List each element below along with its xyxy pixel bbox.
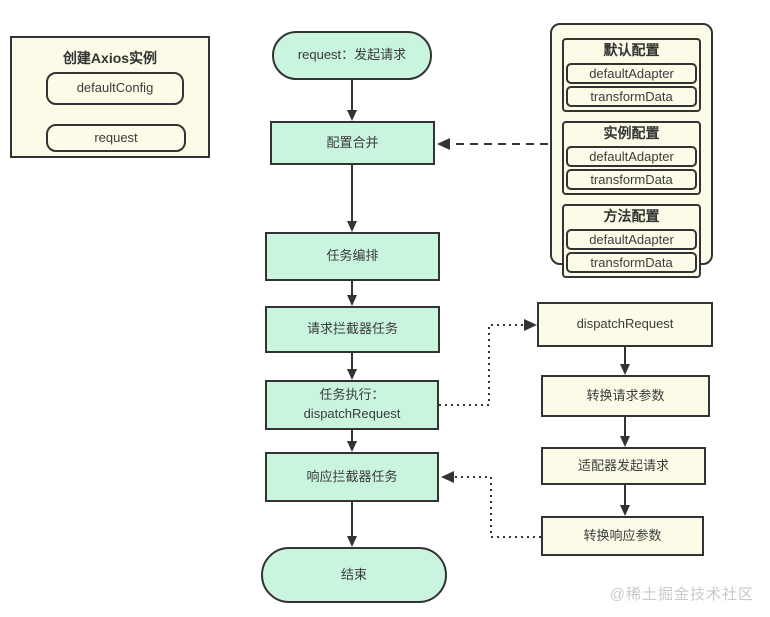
default-config-transform: transformData (566, 86, 697, 107)
dispatch-request-label: dispatchRequest (576, 316, 674, 332)
instance-config-transform: transformData (566, 169, 697, 190)
dotted-execute-to-dispatch (439, 324, 525, 406)
response-interceptor-step: 响应拦截器任务 (265, 452, 439, 502)
default-config-group-title: 默认配置 (603, 42, 660, 58)
default-config-node: defaultConfig (46, 72, 184, 105)
task-execute-step: 任务执行： dispatchRequest (265, 380, 439, 430)
request-label: request (94, 129, 138, 145)
start-terminator: request：发起请求 (272, 31, 432, 80)
create-instance-panel: 创建Axios实例 defaultConfig request (10, 36, 210, 158)
arrowhead-dispatch-right (524, 319, 537, 331)
arrowhead-end (347, 536, 357, 547)
arrowhead-merge-left (437, 138, 450, 150)
adapter-send-label: 适配器发起请求 (577, 457, 669, 473)
arrowhead-adapter (620, 436, 630, 447)
end-label: 结束 (340, 566, 367, 582)
task-execute-label-line1: 任务执行： (319, 387, 385, 403)
dotted-transformresp-to-respinterceptor (453, 476, 541, 538)
task-orchestration-step: 任务编排 (265, 232, 440, 281)
method-config-group: 方法配置 defaultAdapter transformData (562, 204, 701, 278)
end-terminator: 结束 (261, 547, 447, 603)
start-label: request：发起请求 (297, 47, 407, 63)
merge-config-label: 配置合并 (326, 134, 379, 150)
request-interceptor-step: 请求拦截器任务 (265, 306, 440, 353)
arrowhead-reqinterceptor (347, 295, 357, 306)
request-node: request (46, 124, 186, 152)
default-config-group: 默认配置 defaultAdapter transformData (562, 38, 701, 112)
default-config-label: defaultConfig (76, 80, 154, 96)
method-config-adapter: defaultAdapter (566, 229, 697, 250)
method-config-group-title: 方法配置 (603, 208, 660, 224)
arrowhead-execute (347, 369, 357, 380)
arrowhead-transformresp (620, 505, 630, 516)
arrowhead-orchestrate (347, 221, 357, 232)
transform-response-label: 转换响应参数 (583, 527, 662, 543)
arrowhead-transformreq (620, 364, 630, 375)
arrowhead-respinterceptor-left (441, 471, 454, 483)
merge-config-step: 配置合并 (270, 121, 435, 165)
arrowhead-merge (347, 110, 357, 121)
adapter-send-step: 适配器发起请求 (541, 447, 706, 485)
arrowhead-respinterceptor (347, 441, 357, 452)
transform-request-step: 转换请求参数 (541, 375, 710, 417)
instance-config-adapter: defaultAdapter (566, 146, 697, 167)
instance-config-group-title: 实例配置 (603, 125, 660, 141)
transform-response-step: 转换响应参数 (541, 516, 704, 556)
transform-request-label: 转换请求参数 (586, 387, 665, 403)
task-execute-label-line2: dispatchRequest (303, 406, 401, 421)
response-interceptor-label: 响应拦截器任务 (306, 468, 398, 484)
watermark: @稀土掘金技术社区 (609, 586, 754, 603)
dispatch-request-step: dispatchRequest (537, 302, 713, 347)
task-orchestration-label: 任务编排 (326, 248, 379, 264)
default-config-adapter: defaultAdapter (566, 63, 697, 84)
instance-config-group: 实例配置 defaultAdapter transformData (562, 121, 701, 195)
method-config-transform: transformData (566, 252, 697, 273)
config-sources-panel: 默认配置 defaultAdapter transformData 实例配置 d… (550, 23, 713, 278)
create-instance-title: 创建Axios实例 (62, 50, 158, 66)
request-interceptor-label: 请求拦截器任务 (306, 321, 398, 337)
